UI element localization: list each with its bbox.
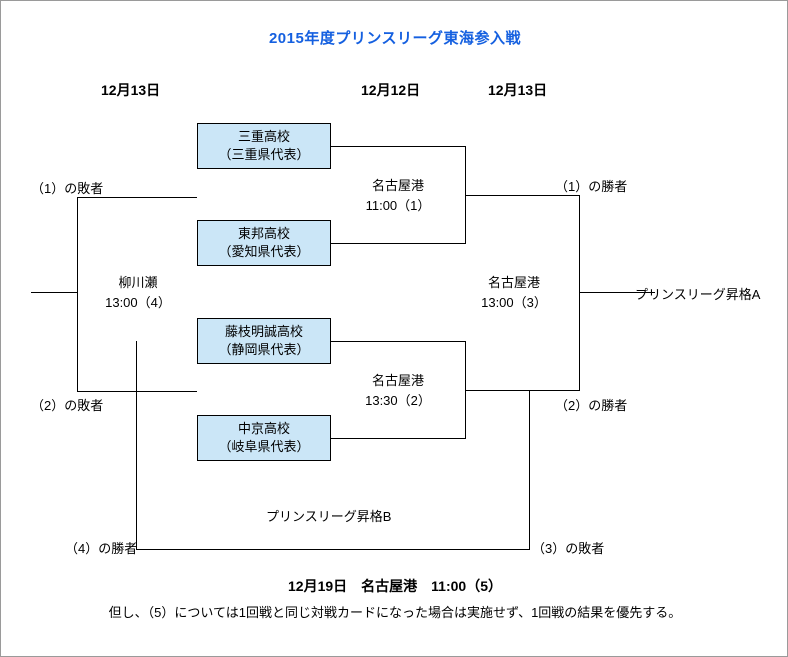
promotion-label-a: プリンスリーグ昇格A <box>635 287 761 302</box>
line-team4-to-match2 <box>331 438 466 439</box>
line-match3-output <box>579 292 655 293</box>
line-team2-to-match1 <box>331 243 466 244</box>
team-box-4[interactable]: 中京高校 （岐阜県代表） <box>197 415 331 461</box>
line-loser1-to-match4 <box>77 197 197 198</box>
team-region-3: （静岡県代表） <box>218 342 310 357</box>
line-winner4-vertical <box>136 341 137 549</box>
match-label-1: 名古屋港 11:00（1） <box>333 176 463 215</box>
team-region-2: （愛知県代表） <box>218 244 310 259</box>
date-header-right: 12月13日 <box>488 82 548 98</box>
line-match5-horizontal <box>136 549 530 550</box>
label-loser-1: （1）の敗者 <box>31 181 104 196</box>
label-winner-4: （4）の勝者 <box>65 541 138 556</box>
team-box-3[interactable]: 藤枝明誠高校 （静岡県代表） <box>197 318 331 364</box>
promotion-label-b: プリンスリーグ昇格B <box>266 509 392 524</box>
date-header-left: 12月13日 <box>101 82 161 98</box>
date-header-middle: 12月12日 <box>361 82 421 98</box>
line-match4-vertical <box>77 197 78 392</box>
team-name-2: 東邦高校 <box>237 226 290 242</box>
match-venue-2: 名古屋港 <box>371 373 424 388</box>
match-time-3: 13:00（3） <box>481 294 547 310</box>
footnote-note: 但し、（5）については1回戦と同じ対戦カードになった場合は実施せず、1回戦の結果… <box>108 605 682 620</box>
team-box-1[interactable]: 三重高校 （三重県代表） <box>197 123 331 169</box>
label-loser-3: （3）の敗者 <box>532 541 605 556</box>
team-name-3: 藤枝明誠高校 <box>224 324 303 340</box>
match-time-4: 13:00（4） <box>105 294 171 310</box>
line-match4-output <box>31 292 77 293</box>
line-team3-to-match2 <box>331 341 466 342</box>
line-loser3-vertical <box>529 390 530 549</box>
page-title: 2015年度プリンスリーグ東海参入戦 <box>268 30 522 47</box>
label-winner-1: （1）の勝者 <box>555 179 628 194</box>
line-match1-output <box>465 195 579 196</box>
match-label-2: 名古屋港 13:30（2） <box>333 371 463 410</box>
label-loser-2: （2）の敗者 <box>31 398 104 413</box>
footnote-main: 12月19日 名古屋港 11:00（5） <box>288 578 502 594</box>
match-label-3: 名古屋港 13:00（3） <box>449 273 579 312</box>
match-venue-1: 名古屋港 <box>371 178 424 193</box>
line-loser2-to-match4 <box>77 391 197 392</box>
match-label-4: 柳川瀬 13:00（4） <box>79 273 197 312</box>
line-match3-vertical <box>579 195 580 391</box>
team-box-2[interactable]: 東邦高校 （愛知県代表） <box>197 220 331 266</box>
team-name-1: 三重高校 <box>237 129 290 145</box>
team-region-1: （三重県代表） <box>218 147 310 162</box>
team-region-4: （岐阜県代表） <box>218 439 310 454</box>
match-venue-3: 名古屋港 <box>487 275 540 290</box>
match-time-2: 13:30（2） <box>365 392 431 408</box>
match-time-1: 11:00（1） <box>365 197 431 213</box>
line-team1-to-match1 <box>331 146 466 147</box>
label-winner-2: （2）の勝者 <box>555 398 628 413</box>
line-match2-output <box>465 390 579 391</box>
match-venue-4: 柳川瀬 <box>118 275 158 290</box>
team-name-4: 中京高校 <box>237 421 290 437</box>
